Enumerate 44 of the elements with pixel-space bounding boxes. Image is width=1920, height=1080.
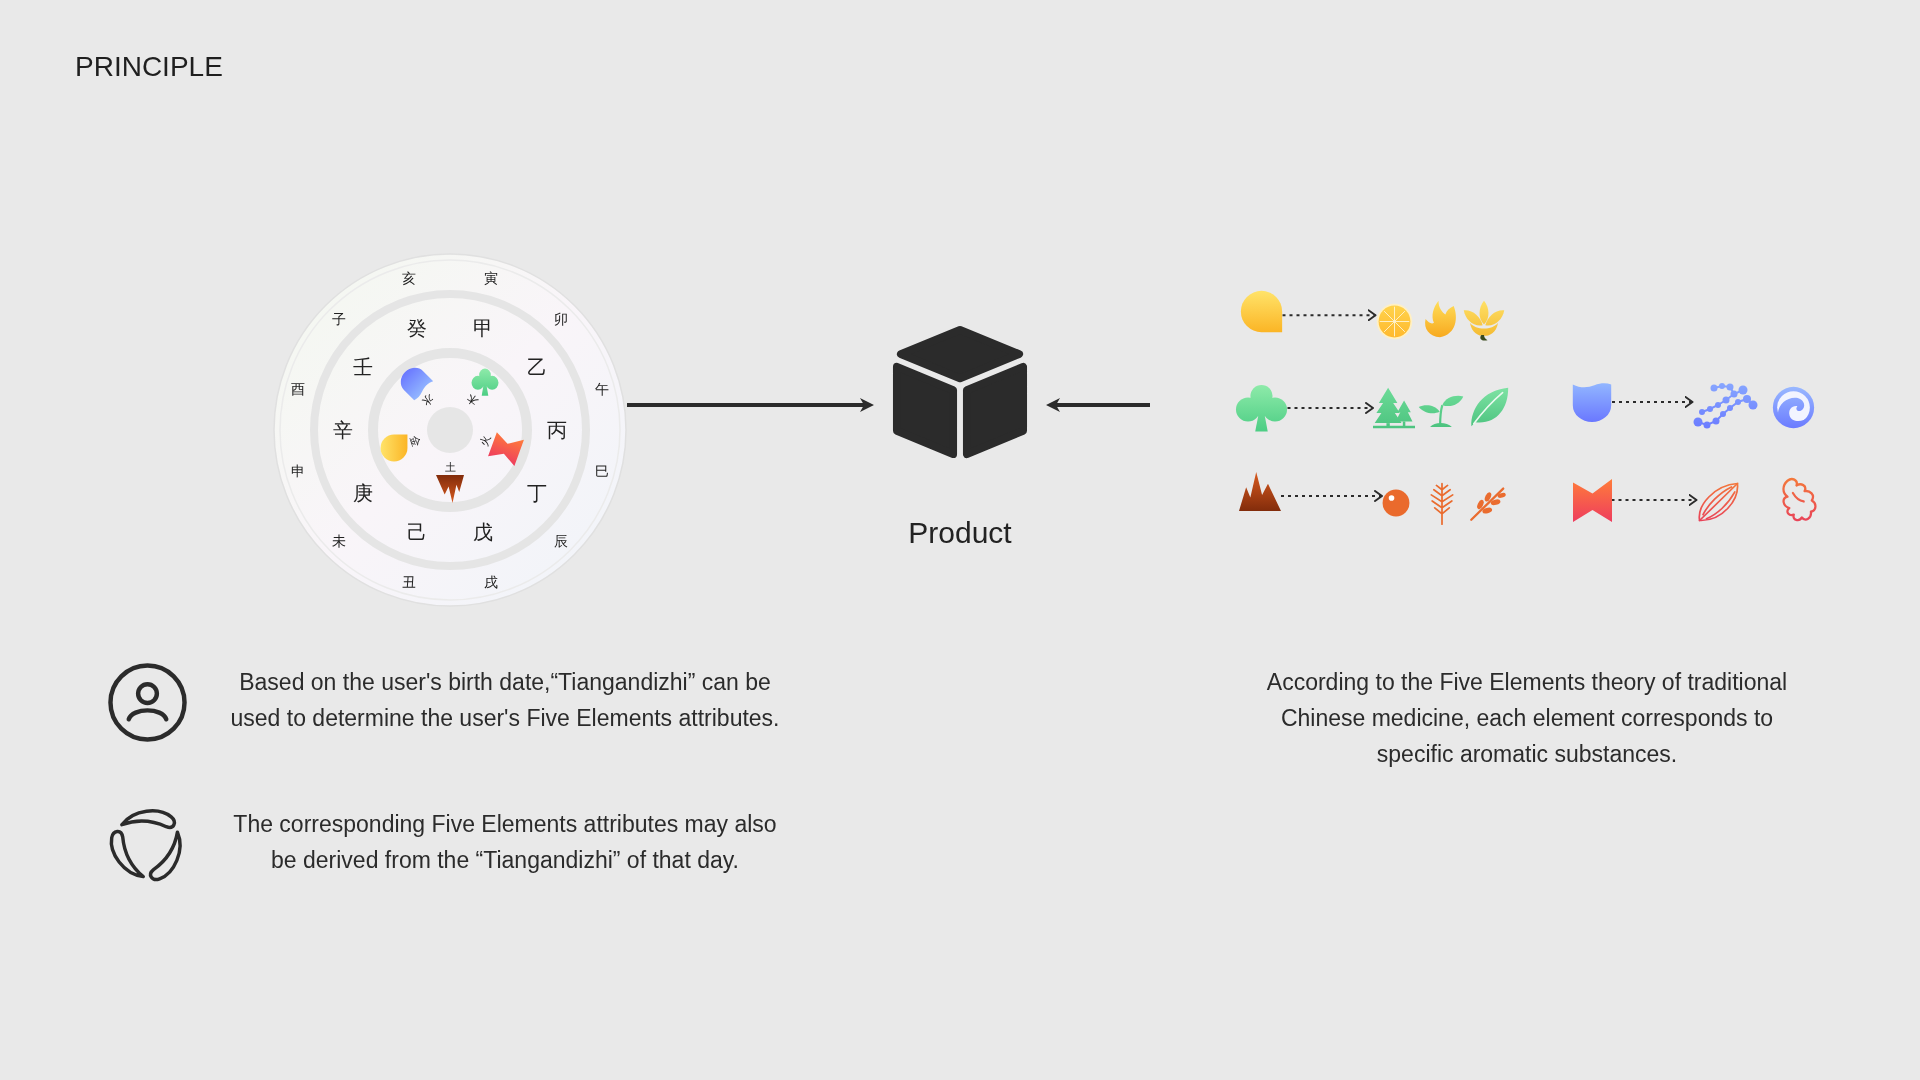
character-label: 丑 xyxy=(402,574,417,589)
dotted-arrow xyxy=(1281,309,1377,322)
bowtie-icon xyxy=(1572,478,1612,522)
character-label: 酉 xyxy=(291,382,306,397)
character-label: 巳 xyxy=(594,463,609,478)
character-label: 戊 xyxy=(473,521,494,542)
character-label: 木 xyxy=(464,392,480,408)
character-label: 丁 xyxy=(526,482,547,503)
description-text: The corresponding Five Elements attributes may also be derived from the “Tiangandizhi” of that day. xyxy=(232,810,778,875)
character-label: 申 xyxy=(291,463,306,478)
character-label: 未 xyxy=(331,534,346,548)
page-title: PRINCIPLE xyxy=(75,50,223,84)
character-label: 午 xyxy=(594,382,609,397)
drop-icon xyxy=(1239,289,1283,333)
character-label: 火 xyxy=(478,434,493,449)
character-label: 亥 xyxy=(402,271,417,286)
character-label: 土 xyxy=(444,461,456,473)
character-label: 寅 xyxy=(483,271,498,286)
mountain-icon xyxy=(1239,471,1281,511)
arrow xyxy=(1046,398,1150,412)
character-label: 甲 xyxy=(473,318,494,339)
character-label: 庚 xyxy=(353,482,374,503)
clover-icon xyxy=(1234,384,1288,432)
character-label: 金 xyxy=(407,434,422,449)
description-text: Based on the user's birth date,“Tiangandizhi” can be used to determine the user's Five Elements attributes. xyxy=(229,668,781,733)
dotted-arrow xyxy=(1610,494,1698,506)
character-label: 癸 xyxy=(406,318,427,339)
character-label: 己 xyxy=(406,521,427,542)
dotted-arrow xyxy=(1280,490,1383,502)
character-label: 卯 xyxy=(554,311,568,326)
character-label: 水 xyxy=(420,392,436,408)
character-label: 壬 xyxy=(353,357,374,378)
arrow xyxy=(627,398,874,412)
character-label: 辰 xyxy=(554,534,568,548)
character-label: 乙 xyxy=(526,357,547,378)
node-label: Product xyxy=(908,515,1012,551)
dotted-arrow xyxy=(1611,396,1694,408)
character-label: 辛 xyxy=(333,420,353,440)
dotted-arrow xyxy=(1286,402,1374,414)
character-label: 丙 xyxy=(547,420,567,440)
character-label: 子 xyxy=(331,311,346,326)
shield-icon xyxy=(1572,382,1612,422)
character-label: 戌 xyxy=(483,574,498,589)
description-text: According to the Five Elements theory of traditional Chinese medicine, each element corresponds to specific aromatic substances. xyxy=(1265,668,1789,769)
